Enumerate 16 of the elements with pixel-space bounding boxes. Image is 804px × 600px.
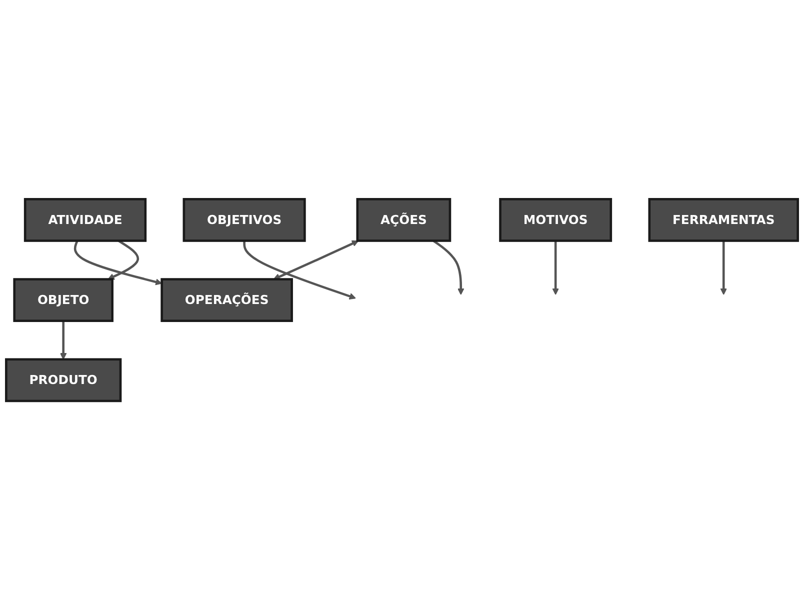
node-box: PRODUTO <box>5 358 122 402</box>
arrow <box>60 320 67 360</box>
arrow <box>552 240 559 295</box>
node-box: ATIVIDADE <box>24 198 147 242</box>
arrow <box>273 240 359 280</box>
node-box: MOTIVOS <box>499 198 612 242</box>
arrow <box>432 240 464 295</box>
arrow <box>74 240 162 286</box>
node-box: AÇÕES <box>356 198 452 242</box>
node-box: OBJETIVOS <box>182 198 306 242</box>
node-box: OPERAÇÕES <box>160 278 293 322</box>
node-box: OBJETO <box>13 278 114 322</box>
arrow <box>720 240 727 295</box>
arrow <box>108 240 139 280</box>
node-box: FERRAMENTAS <box>648 198 799 242</box>
arrow <box>243 240 356 300</box>
